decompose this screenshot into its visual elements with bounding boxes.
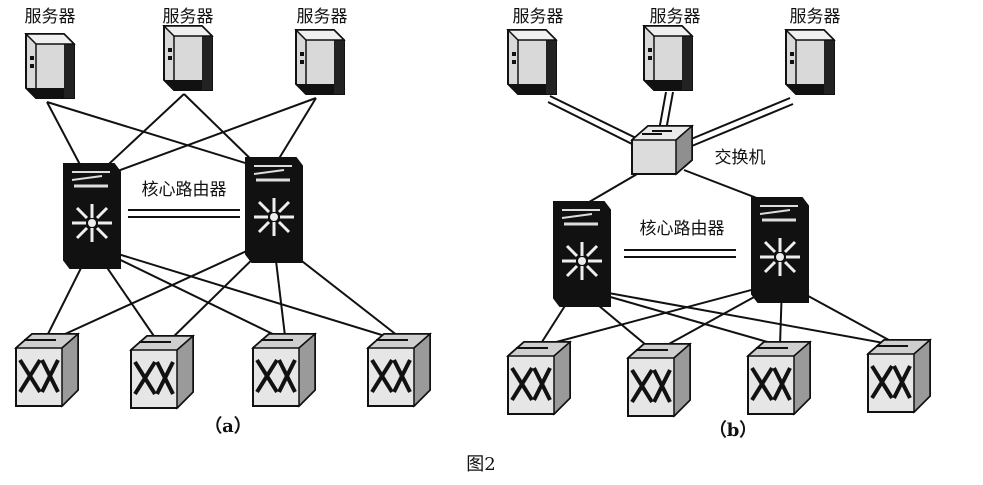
link [591,289,896,346]
core-router-b-right [750,196,810,304]
switch-label: 交换机 [715,148,766,168]
core-router-b-left [552,200,612,308]
link [585,289,779,346]
access-switch-a-4 [366,332,432,408]
access-switch-a-1 [14,332,80,408]
server-b-3: 服务器 [785,7,841,95]
links-switch-to-routers-b [583,169,776,206]
server-label: 服务器 [513,7,564,27]
server-label: 服务器 [650,7,701,27]
access-switch-b-1 [506,340,572,416]
diagram-b: 服务器 服务器 服务器 交换机 核心路由器 （b） [506,7,932,441]
caption-a: （a） [204,416,252,437]
server-b-1: 服务器 [507,7,564,95]
link [104,249,399,341]
link [583,169,645,206]
access-switch-b-4 [866,338,932,414]
link [46,101,269,171]
figure-caption: 图2 [466,454,495,475]
server-label: 服务器 [790,7,841,27]
switch-b: 交换机 [631,125,766,175]
core-router-a-right [244,156,304,264]
server-a-3: 服务器 [295,7,348,95]
core-router-label: 核心路由器 [640,219,725,239]
server-b-2: 服务器 [643,7,701,91]
server-a-2: 服务器 [163,7,214,91]
link [103,97,317,177]
diagram-a: 服务器 服务器 服务器 核心路由器 （a） [14,7,432,437]
core-router-a-left [62,162,122,270]
router-interlink-a [128,209,240,218]
link [544,284,771,346]
router-interlink-b [624,249,736,258]
access-switch-b-2 [626,342,692,418]
server-label: 服务器 [297,7,348,27]
access-switch-a-2 [129,334,195,410]
server-label: 服务器 [163,7,214,27]
link [95,93,185,177]
caption-b: （b） [709,420,758,441]
links-servers-to-routers-a [46,93,317,177]
core-router-label: 核心路由器 [142,180,227,200]
links-servers-to-switch-b [547,91,794,149]
server-a-1: 服务器 [25,7,76,99]
link [99,249,286,341]
server-label: 服务器 [25,7,76,27]
access-switch-a-3 [251,332,317,408]
access-switch-b-3 [746,340,812,416]
link [51,243,263,341]
